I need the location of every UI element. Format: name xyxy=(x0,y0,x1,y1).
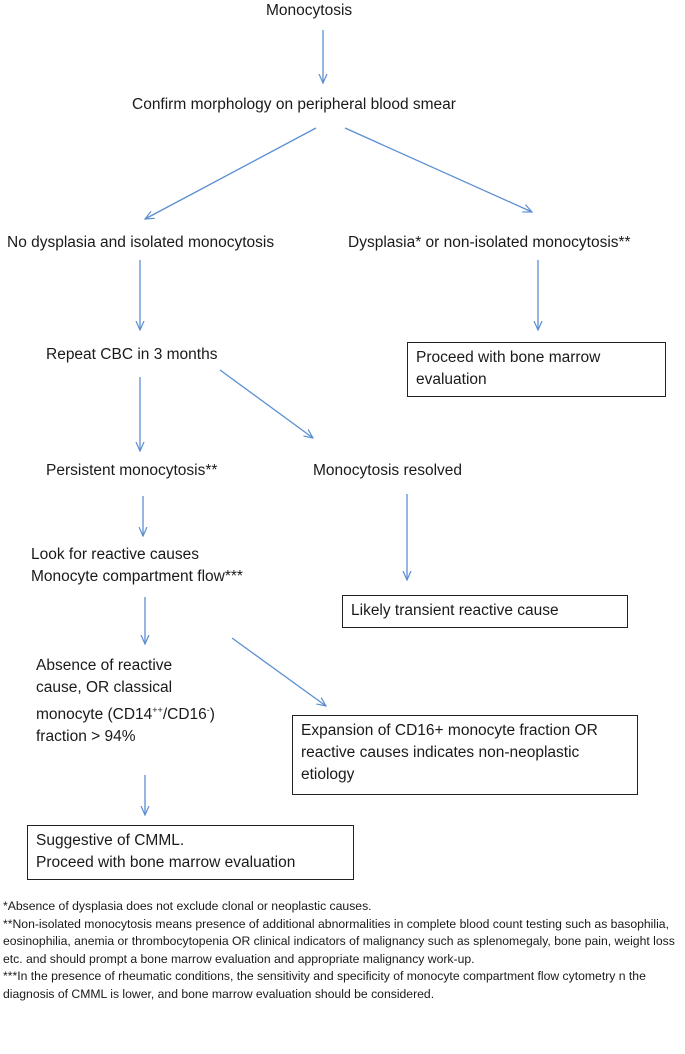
arrow-confirm-to-no-dysplasia xyxy=(145,127,317,219)
node-no-dysplasia: No dysplasia and isolated monocytosis xyxy=(7,234,275,251)
node-dysplasia: Dysplasia* or non-isolated monocytosis** xyxy=(348,234,631,251)
absence-text-suffix: ) fraction > 94% xyxy=(36,706,215,746)
box-expansion-cd16: Expansion of CD16+ monocyte fraction OR … xyxy=(292,715,638,795)
arrow-repeat-cbc-to-resolved xyxy=(219,369,313,438)
node-persistent-monocytosis: Persistent monocytosis** xyxy=(46,462,218,479)
node-repeat-cbc: Repeat CBC in 3 months xyxy=(46,346,218,363)
arrow-reactive-to-expansion xyxy=(231,637,326,706)
cmml-line-2: Proceed with bone marrow evaluation xyxy=(36,854,296,871)
footnote-2: **Non-isolated monocytosis means presenc… xyxy=(3,916,675,966)
node-monocytosis-resolved: Monocytosis resolved xyxy=(313,462,463,479)
footnote-1: *Absence of dysplasia does not exclude c… xyxy=(3,899,372,913)
node-confirm-morphology: Confirm morphology on peripheral blood s… xyxy=(132,96,456,113)
node-monocytosis: Monocytosis xyxy=(266,2,353,19)
reactive-line-2: Monocyte compartment flow*** xyxy=(31,568,243,585)
box-likely-transient: Likely transient reactive cause xyxy=(342,595,628,628)
absence-text-prefix: Absence of reactive cause, OR classical … xyxy=(36,657,173,724)
node-absence-reactive: Absence of reactive cause, OR classical … xyxy=(36,655,216,748)
footnote-3: ***In the presence of rheumatic conditio… xyxy=(3,969,646,1001)
node-look-for-reactive: Look for reactive causes Monocyte compar… xyxy=(31,544,243,588)
reactive-line-1: Look for reactive causes xyxy=(31,546,200,563)
cmml-line-1: Suggestive of CMML. xyxy=(36,832,185,849)
box-suggestive-cmml: Suggestive of CMML. Proceed with bone ma… xyxy=(27,825,354,880)
absence-text-mid: /CD16 xyxy=(162,706,207,724)
arrow-confirm-to-dysplasia xyxy=(344,127,532,212)
box-proceed-bone-marrow: Proceed with bone marrow evaluation xyxy=(407,342,666,397)
absence-sup-2: - xyxy=(206,705,210,715)
footnotes: *Absence of dysplasia does not exclude c… xyxy=(3,898,683,1004)
absence-sup-1: ++ xyxy=(152,705,163,715)
